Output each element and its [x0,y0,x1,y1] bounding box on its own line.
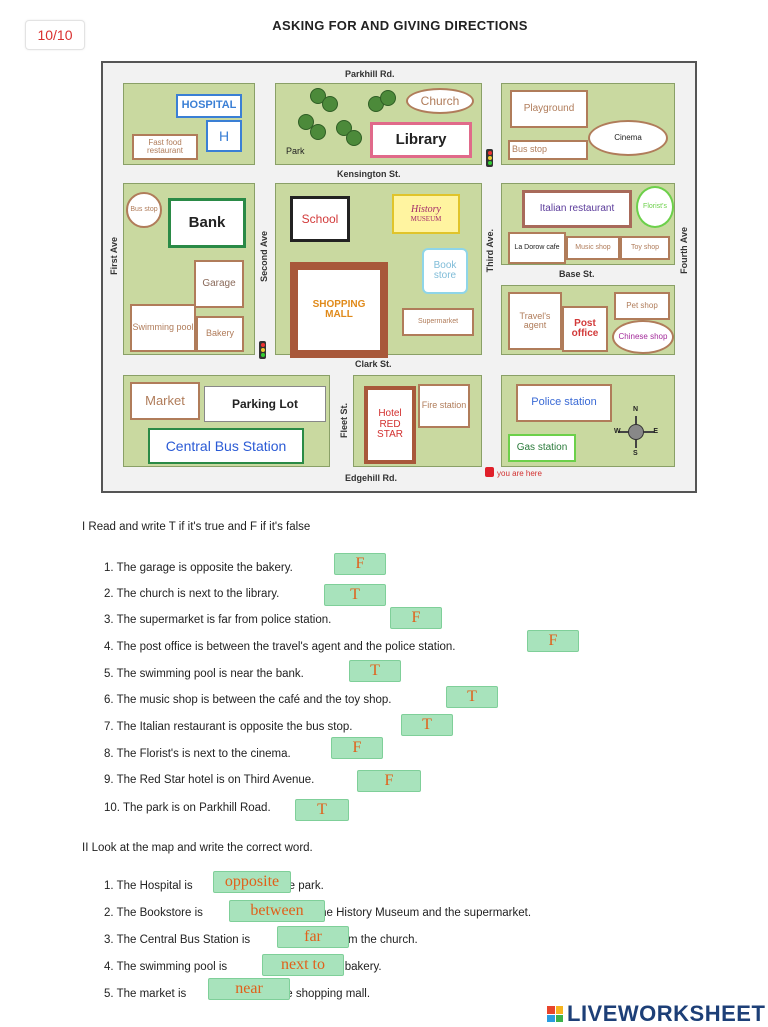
travel-agent: Travel's agent [508,292,562,350]
s2-question-3: 3. The Central Bus Station is from the c… [104,934,418,946]
page-title: ASKING FOR AND GIVING DIRECTIONS [272,18,528,33]
gas-station: Gas station [508,434,576,462]
parking-lot: Parking Lot [204,386,326,422]
s1-answer-1[interactable]: F [334,553,386,575]
road-fourth-ave: Fourth Ave [679,227,689,274]
s1-question-4: 4. The post office is between the travel… [104,641,456,653]
history-museum-line2: MUSEUM [410,214,442,223]
map-block: Park Church Library [275,83,482,165]
supermarket: Supermarket [402,308,474,336]
hospital-h-sign: H [206,120,242,152]
central-bus-station: Central Bus Station [148,428,304,464]
cafe: La Dorow cafe [508,232,566,264]
s2-answer-4[interactable]: next to [262,954,344,976]
road-second-ave: Second Ave [259,231,269,282]
s1-question-3: 3. The supermarket is far from police st… [104,614,332,626]
s1-answer-5[interactable]: T [349,660,401,682]
fast-food-restaurant: Fast food restaurant [132,134,198,160]
post-office: Post office [562,306,608,352]
s1-question-5: 5. The swimming pool is near the bank. [104,668,304,680]
map-block: HOSPITAL H Fast food restaurant [123,83,255,165]
hotel-red-star: Hotel RED STAR [364,386,416,464]
church: Church [406,88,474,114]
s1-question-7: 7. The Italian restaurant is opposite th… [104,721,353,733]
s2-question-5: 5. The market is the shopping mall. [104,988,371,1000]
s1-question-9: 9. The Red Star hotel is on Third Avenue… [104,774,315,786]
section2-heading: II Look at the map and write the correct… [82,842,313,854]
map-block: School History MUSEUM SHOPPING MALL Book… [275,183,482,358]
road-clark: Clark St. [355,359,392,369]
traffic-light-icon [486,149,493,167]
road-kensington: Kensington St. [337,169,401,179]
s1-answer-7[interactable]: T [401,714,453,736]
bus-stop-left: Bus stop [126,192,162,228]
history-museum: History MUSEUM [392,194,460,234]
hospital: HOSPITAL [176,94,242,118]
s2-question-2: 2. The Bookstore is The History Museum a… [104,907,532,919]
chinese-shop: Chinese shop [612,320,674,354]
map-block: Hotel RED STAR Fire station [353,375,482,467]
s2-answer-5[interactable]: near [208,978,290,1000]
road-base: Base St. [559,269,595,279]
italian-restaurant: Italian restaurant [522,190,632,228]
bus-stop-top: Bus stop [508,140,588,160]
playground: Playground [510,90,588,128]
score-badge: 10/10 [25,20,85,50]
shopping-mall: SHOPPING MALL [290,262,388,358]
book-store: Book store [422,248,468,294]
s2-answer-1[interactable]: opposite [213,871,291,893]
map-block: Italian restaurant Florist's La Dorow ca… [501,183,675,265]
map-block: Market Parking Lot Central Bus Station [123,375,330,467]
compass-rose-icon: N W E S [614,406,658,457]
s1-answer-2[interactable]: T [324,584,386,606]
park-label: Park [286,146,305,156]
library: Library [370,122,472,158]
liveworksheets-logo-icon [547,1006,563,1022]
town-map: HOSPITAL H Fast food restaurant Park Chu… [101,61,697,493]
swimming-pool: Swimming pool [130,304,196,352]
road-parkhill: Parkhill Rd. [345,69,395,79]
traffic-light-icon [259,341,266,359]
s1-answer-3[interactable]: F [390,607,442,629]
s1-question-1: 1. The garage is opposite the bakery. [104,562,293,574]
s1-answer-9[interactable]: F [357,770,421,792]
music-shop: Music shop [566,236,620,260]
s1-answer-8[interactable]: F [331,737,383,759]
section1-heading: I Read and write T if it's true and F if… [82,521,311,533]
road-third-ave: Third Ave. [485,229,495,273]
s1-answer-10[interactable]: T [295,799,349,821]
map-block: Playground Cinema Bus stop [501,83,675,165]
you-are-here-marker-icon [485,467,494,477]
s1-question-8: 8. The Florist's is next to the cinema. [104,748,291,760]
s1-question-2: 2. The church is next to the library. [104,588,280,600]
fire-station: Fire station [418,384,470,428]
police-station: Police station [516,384,612,422]
road-first-ave: First Ave [109,237,119,275]
map-block: Police station Gas station N W E S [501,375,675,467]
bank: Bank [168,198,246,248]
map-block: Bus stop Bank Garage Swimming pool Baker… [123,183,255,355]
road-edgehill: Edgehill Rd. [345,473,398,483]
cinema: Cinema [588,120,668,156]
school: School [290,196,350,242]
s2-answer-2[interactable]: between [229,900,325,922]
florists: Florist's [636,186,674,228]
market: Market [130,382,200,420]
map-block: Travel's agent Post office Pet shop Chin… [501,285,675,355]
history-museum-line1: History [411,204,441,216]
you-are-here-label: you are here [497,469,542,478]
s1-question-6: 6. The music shop is between the café an… [104,694,392,706]
logo-text: LIVEWORKSHEET [567,1001,766,1026]
road-fleet: Fleet St. [339,403,349,439]
liveworksheets-logo: LIVEWORKSHEET [547,1001,768,1027]
pet-shop: Pet shop [614,292,670,320]
s1-answer-4[interactable]: F [527,630,579,652]
garage: Garage [194,260,244,308]
s2-answer-3[interactable]: far [277,926,349,948]
toy-shop: Toy shop [620,236,670,260]
bakery: Bakery [196,316,244,352]
s1-answer-6[interactable]: T [446,686,498,708]
s1-question-10: 10. The park is on Parkhill Road. [104,802,271,814]
